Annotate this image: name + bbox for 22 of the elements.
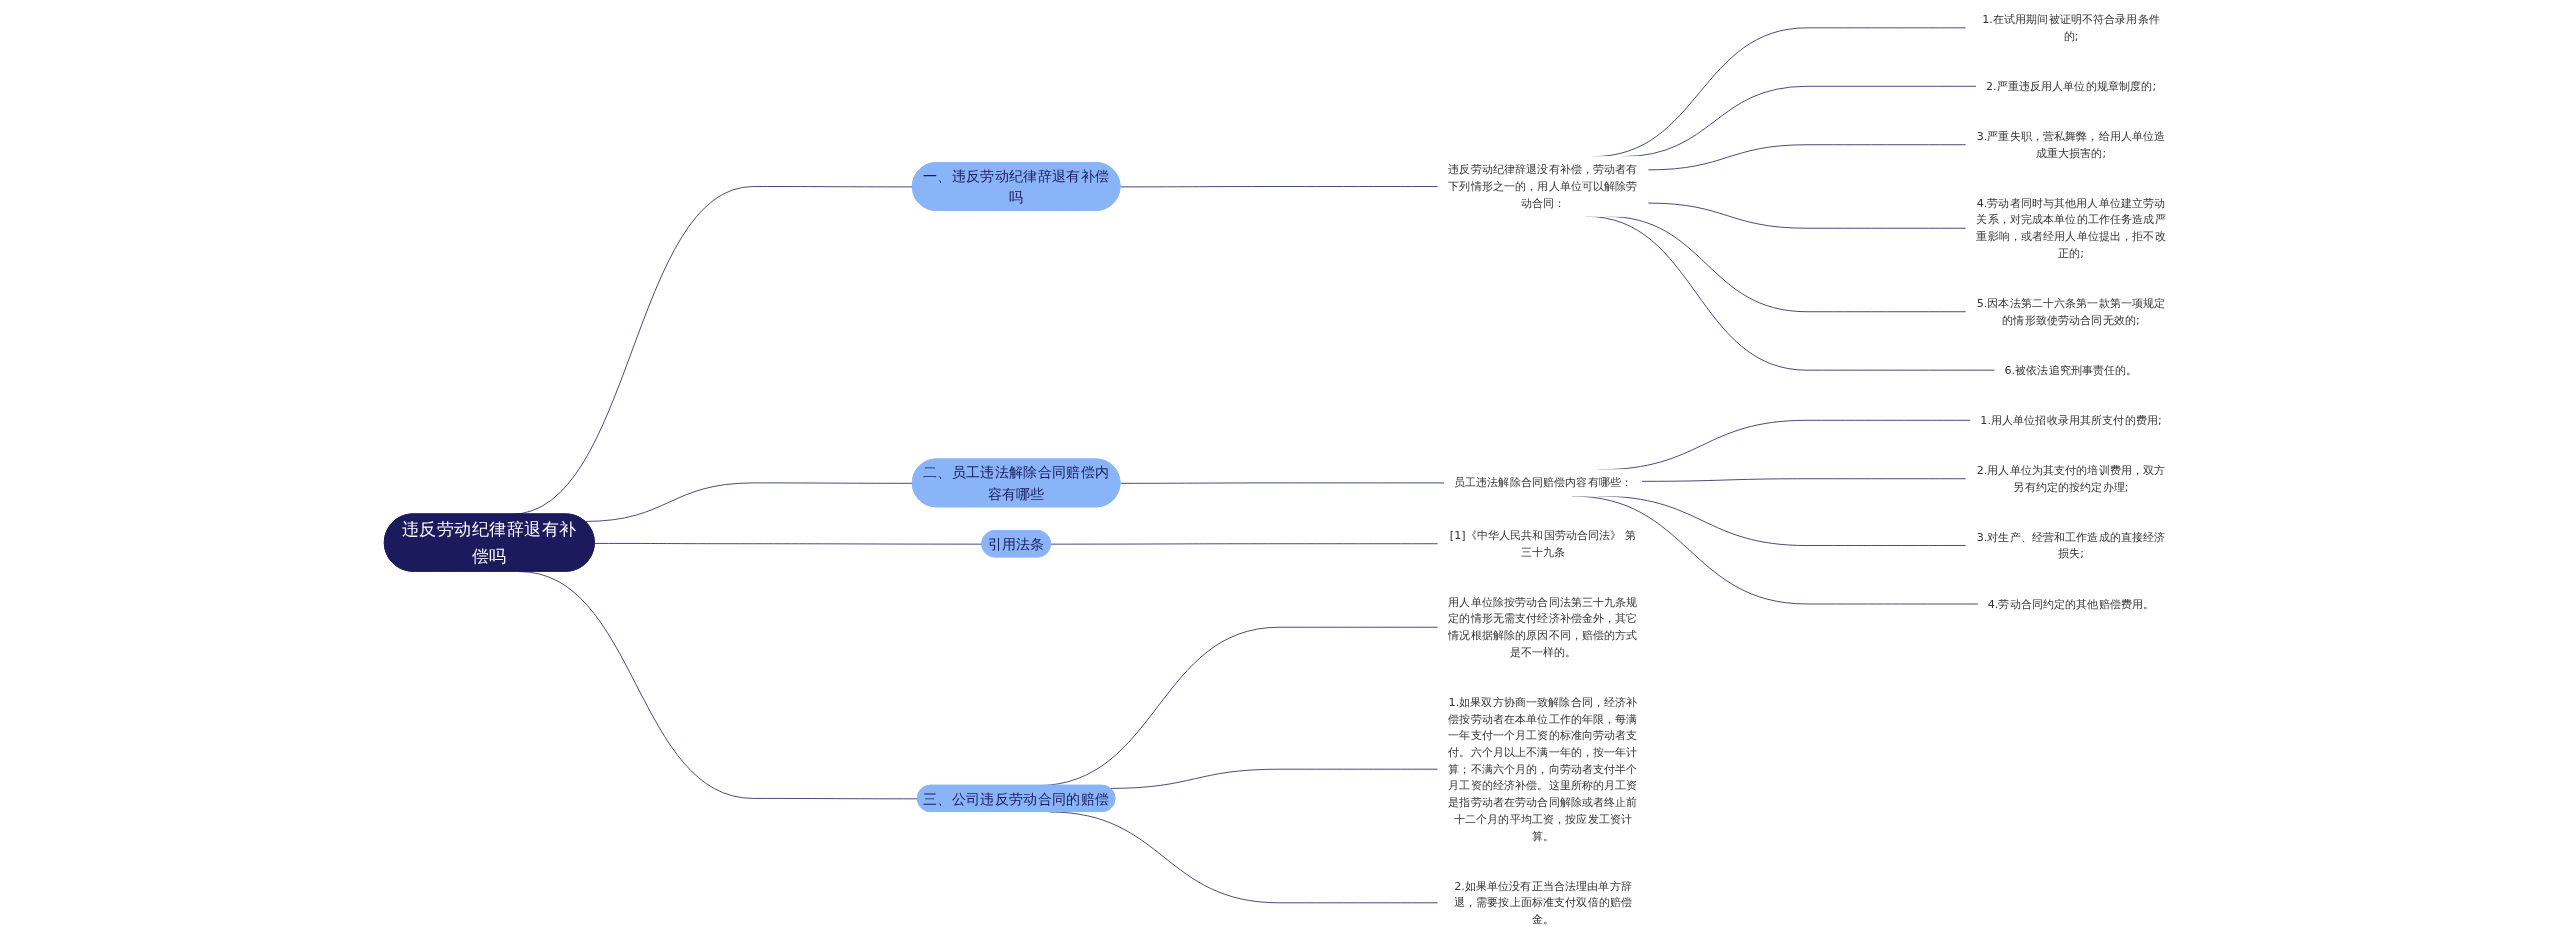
node-text: 2.用人单位为其支付的培训费用，双方另有约定的按约定办理;	[1976, 463, 2166, 494]
node-text: 2.严重违反用人单位的规章制度的;	[1985, 79, 2156, 93]
connector	[594, 543, 983, 545]
connector	[1109, 768, 1439, 789]
node-text: 1.如果双方协商一致解除合同，经济补偿按劳动者在本单位工作的年限，每满一年支付一个月工资的标准向劳动者支付。六个月以上不满一年的，按一年计算；不满六个月的，向劳动者支付半个月工资的经济补偿。这里所称的月工资是指劳动者在劳动合同解除或者终止前十二个月的平均工资，按应发工资计算。	[1448, 695, 1638, 842]
connector	[1647, 144, 1967, 171]
node-text: 4.劳动者同时与其他用人单位建立劳动关系，对完成本单位的工作任务造成严重影响，或者经用人单位提出，拒不改正的;	[1976, 196, 2166, 260]
node-text: [1]《中华人民共和国劳动合同法》 第三十九条	[1449, 528, 1636, 559]
node-text: 6.被依法追究刑事责任的。	[2004, 363, 2138, 377]
connector	[584, 482, 913, 522]
node-text: 2.如果单位没有正当合法理由单方辞退，需要按上面标准支付双倍的赔偿金。	[1453, 879, 1632, 926]
connector	[1119, 482, 1445, 484]
node-text: 1.在试用期间被证明不符合录用条件的;	[1982, 12, 2160, 43]
node-text: 3.对生产、经营和工作造成的直接经济损失;	[1976, 530, 2166, 560]
node-text: 5.因本法第二十六条第一款第一项规定的情形致使劳动合同无效的;	[1976, 296, 2166, 327]
connector	[1641, 478, 1967, 482]
connector	[1647, 202, 1967, 229]
node-text: 用人单位除按劳动合同法第三十九条规定的情形无需支付经济补偿金外，其它情况根据解除的原因不同，赔偿的方式是不一样的。	[1448, 595, 1638, 659]
connector	[1119, 186, 1439, 188]
node-text: 1.用人单位招收录用其所支付的费用;	[1980, 413, 2162, 427]
node-text: 4.劳动合同约定的其他赔偿费用。	[1987, 597, 2155, 610]
node-text: 3.严重失职，营私舞弊，给用人单位造成重大损害的;	[1976, 129, 2166, 160]
